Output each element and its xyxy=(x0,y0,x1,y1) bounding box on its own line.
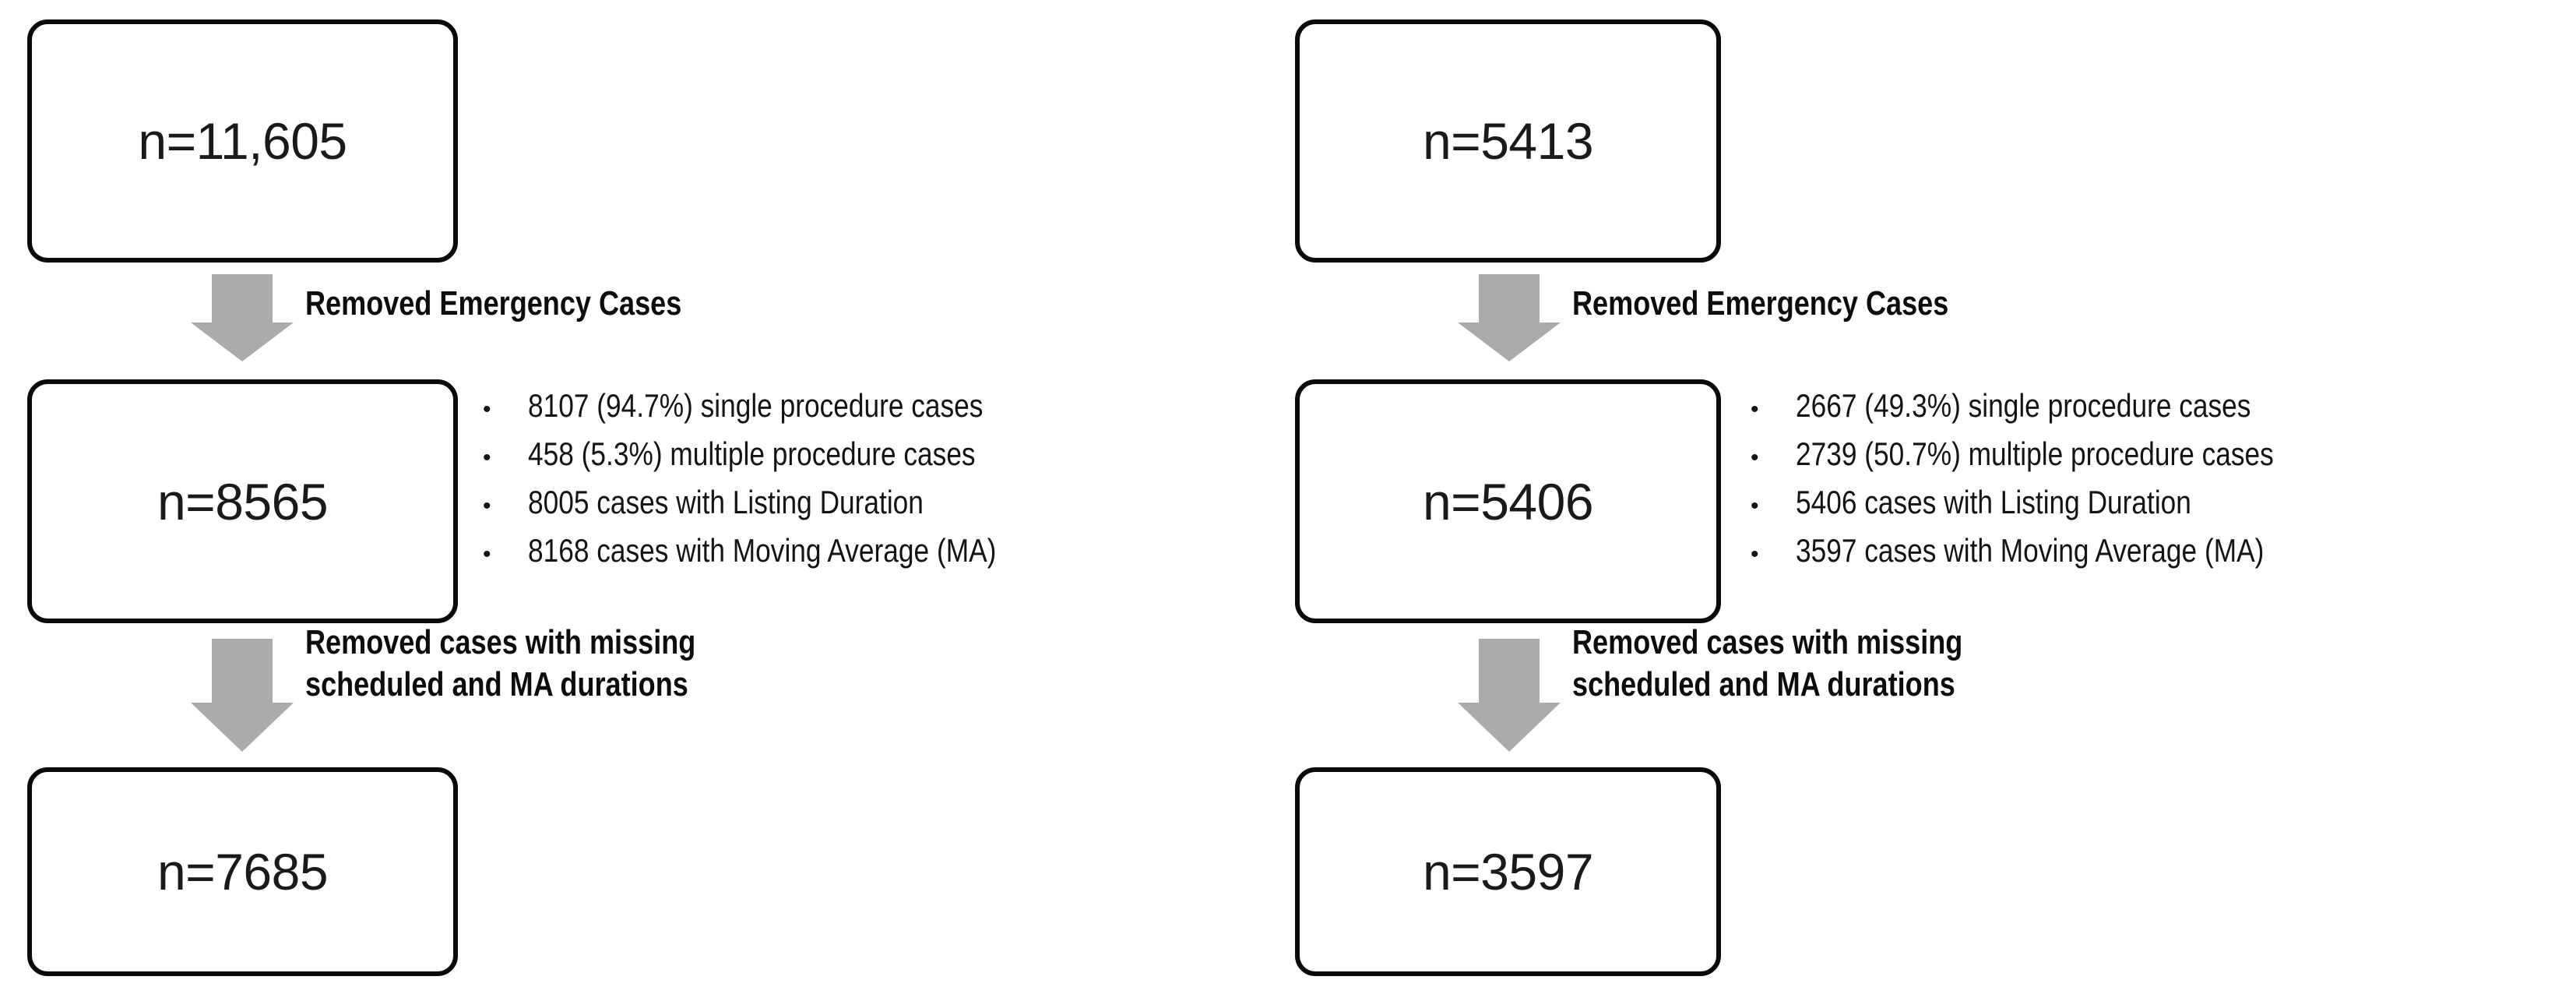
flow-box-label: n=5413 xyxy=(1422,112,1594,170)
arrow-caption-right-1: Removed Emergency Cases xyxy=(1572,284,1949,323)
bullet-marker-icon: • xyxy=(1751,493,1759,519)
flow-box-left-top: n=11,605 xyxy=(27,19,458,263)
flow-box-right-top: n=5413 xyxy=(1295,19,1721,263)
bullet-marker-icon: • xyxy=(483,397,491,422)
bullet-marker-icon: • xyxy=(483,445,491,471)
arrow-caption-left-1: Removed Emergency Cases xyxy=(305,284,682,323)
bullet-marker-icon: • xyxy=(483,493,491,519)
down-arrow-icon xyxy=(1458,639,1561,752)
flow-box-label: n=11,605 xyxy=(138,112,347,170)
flow-box-label: n=7685 xyxy=(157,843,329,901)
flow-box-label: n=3597 xyxy=(1422,843,1594,901)
down-arrow-icon xyxy=(191,274,294,361)
flow-box-left-bottom: n=7685 xyxy=(27,767,458,976)
list-item: • 2667 (49.3%) single procedure cases xyxy=(1751,387,2365,435)
bullet-marker-icon: • xyxy=(1751,445,1759,471)
list-item-label: 2667 (49.3%) single procedure cases xyxy=(1796,387,2251,424)
list-item: • 2739 (50.7%) multiple procedure cases xyxy=(1751,435,2365,484)
flow-box-right-middle: n=5406 xyxy=(1295,379,1721,623)
flow-box-label: n=5406 xyxy=(1422,472,1594,530)
flow-box-right-bottom: n=3597 xyxy=(1295,767,1721,976)
arrow-caption-left-2: Removed cases with missing scheduled and… xyxy=(305,623,696,703)
bullet-marker-icon: • xyxy=(1751,397,1759,422)
flow-box-left-middle: n=8565 xyxy=(27,379,458,623)
bullet-marker-icon: • xyxy=(483,541,491,567)
list-item-label: 8005 cases with Listing Duration xyxy=(528,484,924,520)
bullet-marker-icon: • xyxy=(1751,541,1759,567)
list-item: • 8107 (94.7%) single procedure cases xyxy=(483,387,1086,435)
bullet-list-right: • 2667 (49.3%) single procedure cases • … xyxy=(1751,387,2365,580)
list-item: • 8168 cases with Moving Average (MA) xyxy=(483,532,1086,580)
flow-box-label: n=8565 xyxy=(157,472,329,530)
list-item-label: 5406 cases with Listing Duration xyxy=(1796,484,2191,520)
list-item: • 3597 cases with Moving Average (MA) xyxy=(1751,532,2365,580)
list-item-label: 2739 (50.7%) multiple procedure cases xyxy=(1796,435,2274,472)
list-item-label: 458 (5.3%) multiple procedure cases xyxy=(528,435,976,472)
list-item: • 5406 cases with Listing Duration xyxy=(1751,484,2365,532)
list-item-label: 3597 cases with Moving Average (MA) xyxy=(1796,532,2265,569)
bullet-list-left: • 8107 (94.7%) single procedure cases • … xyxy=(483,387,1086,580)
down-arrow-icon xyxy=(1458,274,1561,361)
list-item: • 458 (5.3%) multiple procedure cases xyxy=(483,435,1086,484)
arrow-caption-right-2: Removed cases with missing scheduled and… xyxy=(1572,623,1963,703)
list-item-label: 8107 (94.7%) single procedure cases xyxy=(528,387,984,424)
list-item-label: 8168 cases with Moving Average (MA) xyxy=(528,532,997,569)
down-arrow-icon xyxy=(191,639,294,752)
list-item: • 8005 cases with Listing Duration xyxy=(483,484,1086,532)
